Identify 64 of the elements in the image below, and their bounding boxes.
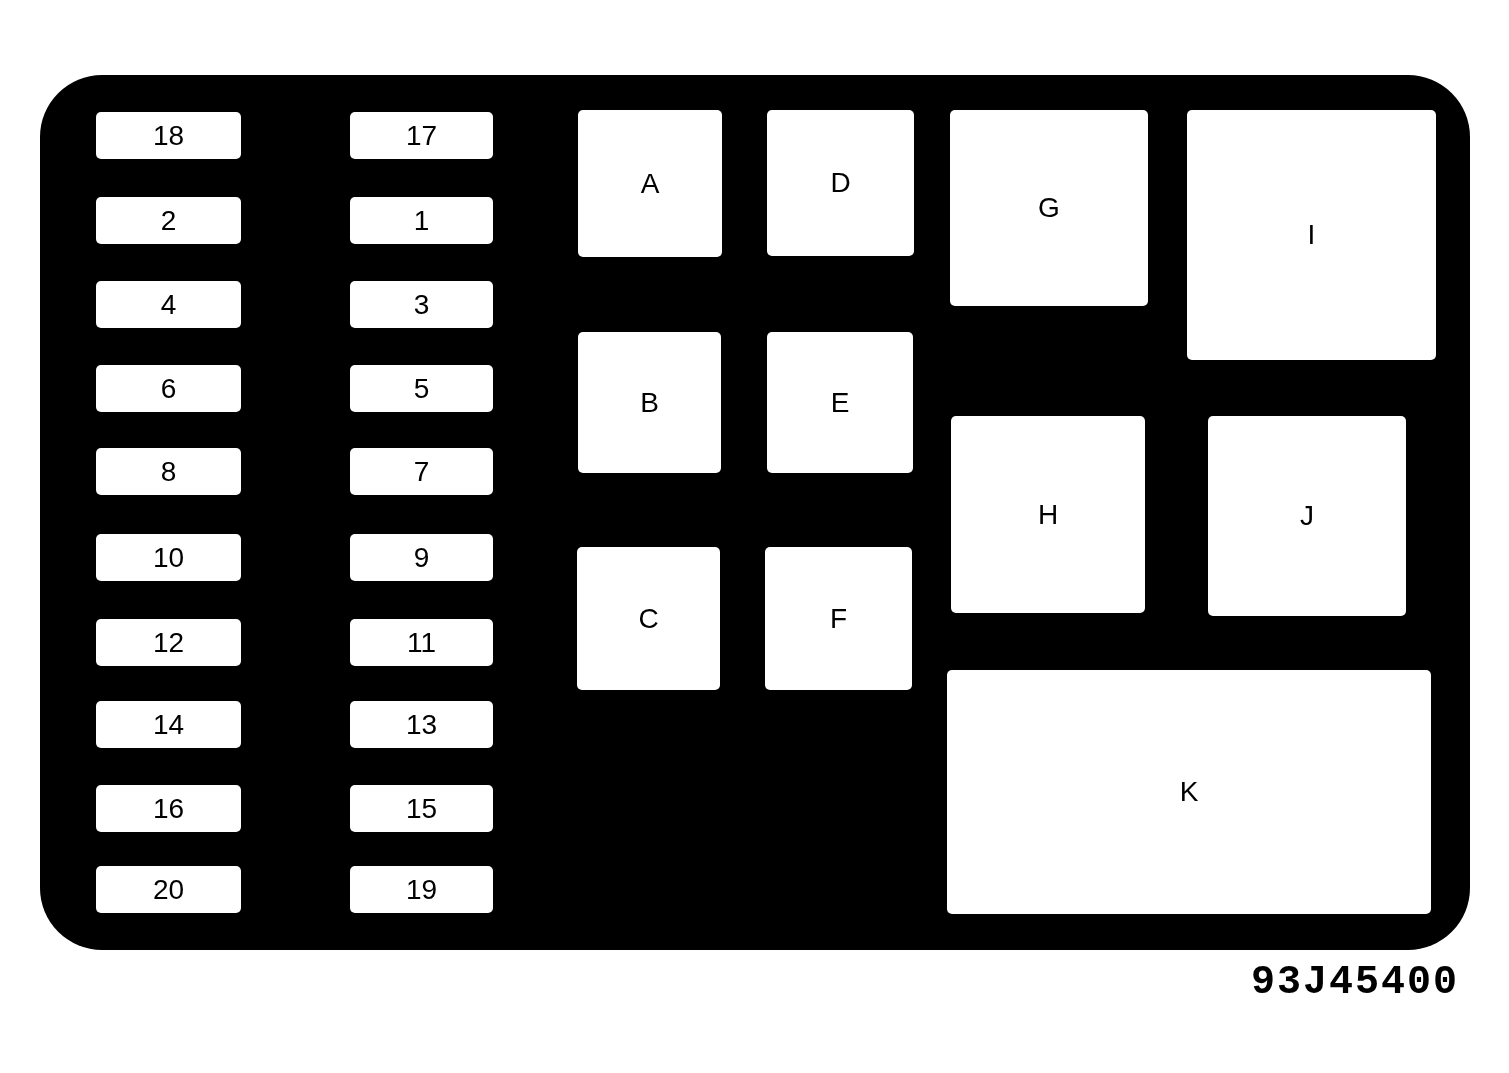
relay-slot — [765, 547, 912, 690]
fuse-slot — [96, 701, 241, 748]
relay-letter: G — [1038, 194, 1060, 222]
fuse-slot — [96, 365, 241, 412]
relay-slot — [1187, 110, 1436, 360]
fuse-number: 1 — [413, 206, 430, 235]
fuse-slot — [96, 534, 241, 581]
fuse-number: 12 — [152, 628, 185, 657]
fuse-slot — [96, 112, 241, 159]
fuse-number: 15 — [405, 794, 438, 823]
relay-letter: D — [830, 169, 851, 197]
fuse-slot — [350, 785, 493, 832]
part-number: 93J45400 — [1250, 960, 1459, 1005]
relay-letter: K — [1179, 778, 1199, 806]
fuse-slot — [350, 197, 493, 244]
relay-slot — [577, 547, 720, 690]
fuse-slot — [350, 619, 493, 666]
fuse-slot — [350, 866, 493, 913]
relay-letter: A — [640, 169, 660, 198]
fuse-number: 4 — [160, 290, 177, 319]
fuse-number: 17 — [405, 121, 438, 150]
fuse-number: 3 — [413, 290, 430, 319]
fuse-number: 16 — [152, 794, 185, 823]
fuse-number: 9 — [413, 543, 430, 572]
relay-slot — [947, 670, 1431, 914]
fuse-number: 5 — [413, 374, 430, 403]
relay-slot — [950, 110, 1148, 306]
fuse-number: 19 — [405, 875, 438, 904]
relay-letter: H — [1037, 500, 1059, 529]
fuse-slot — [96, 866, 241, 913]
relay-letter: J — [1300, 502, 1314, 530]
relay-slot — [578, 110, 722, 257]
fuse-number: 10 — [152, 543, 185, 572]
fuse-slot — [350, 534, 493, 581]
relay-slot — [1208, 416, 1406, 616]
fuse-slot — [96, 197, 241, 244]
fuse-slot — [350, 448, 493, 495]
fuse-slot — [96, 785, 241, 832]
fuse-panel — [40, 75, 1470, 950]
fuse-slot — [96, 619, 241, 666]
fuse-number: 11 — [406, 628, 437, 657]
fuse-slot — [96, 448, 241, 495]
fuse-number: 13 — [405, 710, 438, 739]
fuse-slot — [350, 112, 493, 159]
fuse-number: 2 — [160, 206, 177, 235]
relay-letter: I — [1307, 221, 1316, 249]
fuse-slot — [350, 281, 493, 328]
fuse-number: 8 — [160, 457, 177, 486]
relay-slot — [951, 416, 1145, 613]
fuse-number: 7 — [413, 457, 430, 486]
fuse-slot — [96, 281, 241, 328]
relay-slot — [767, 110, 914, 256]
fuse-number: 18 — [152, 121, 185, 150]
relay-slot — [578, 332, 721, 473]
fuse-number: 14 — [152, 710, 185, 739]
fuse-slot — [350, 365, 493, 412]
fuse-slot — [350, 701, 493, 748]
relay-letter: C — [638, 604, 659, 633]
relay-slot — [767, 332, 913, 473]
relay-letter: B — [640, 388, 659, 417]
fuse-number: 6 — [160, 374, 177, 403]
relay-letter: F — [829, 604, 848, 633]
relay-letter: E — [830, 388, 850, 417]
fuse-number: 20 — [152, 875, 185, 904]
